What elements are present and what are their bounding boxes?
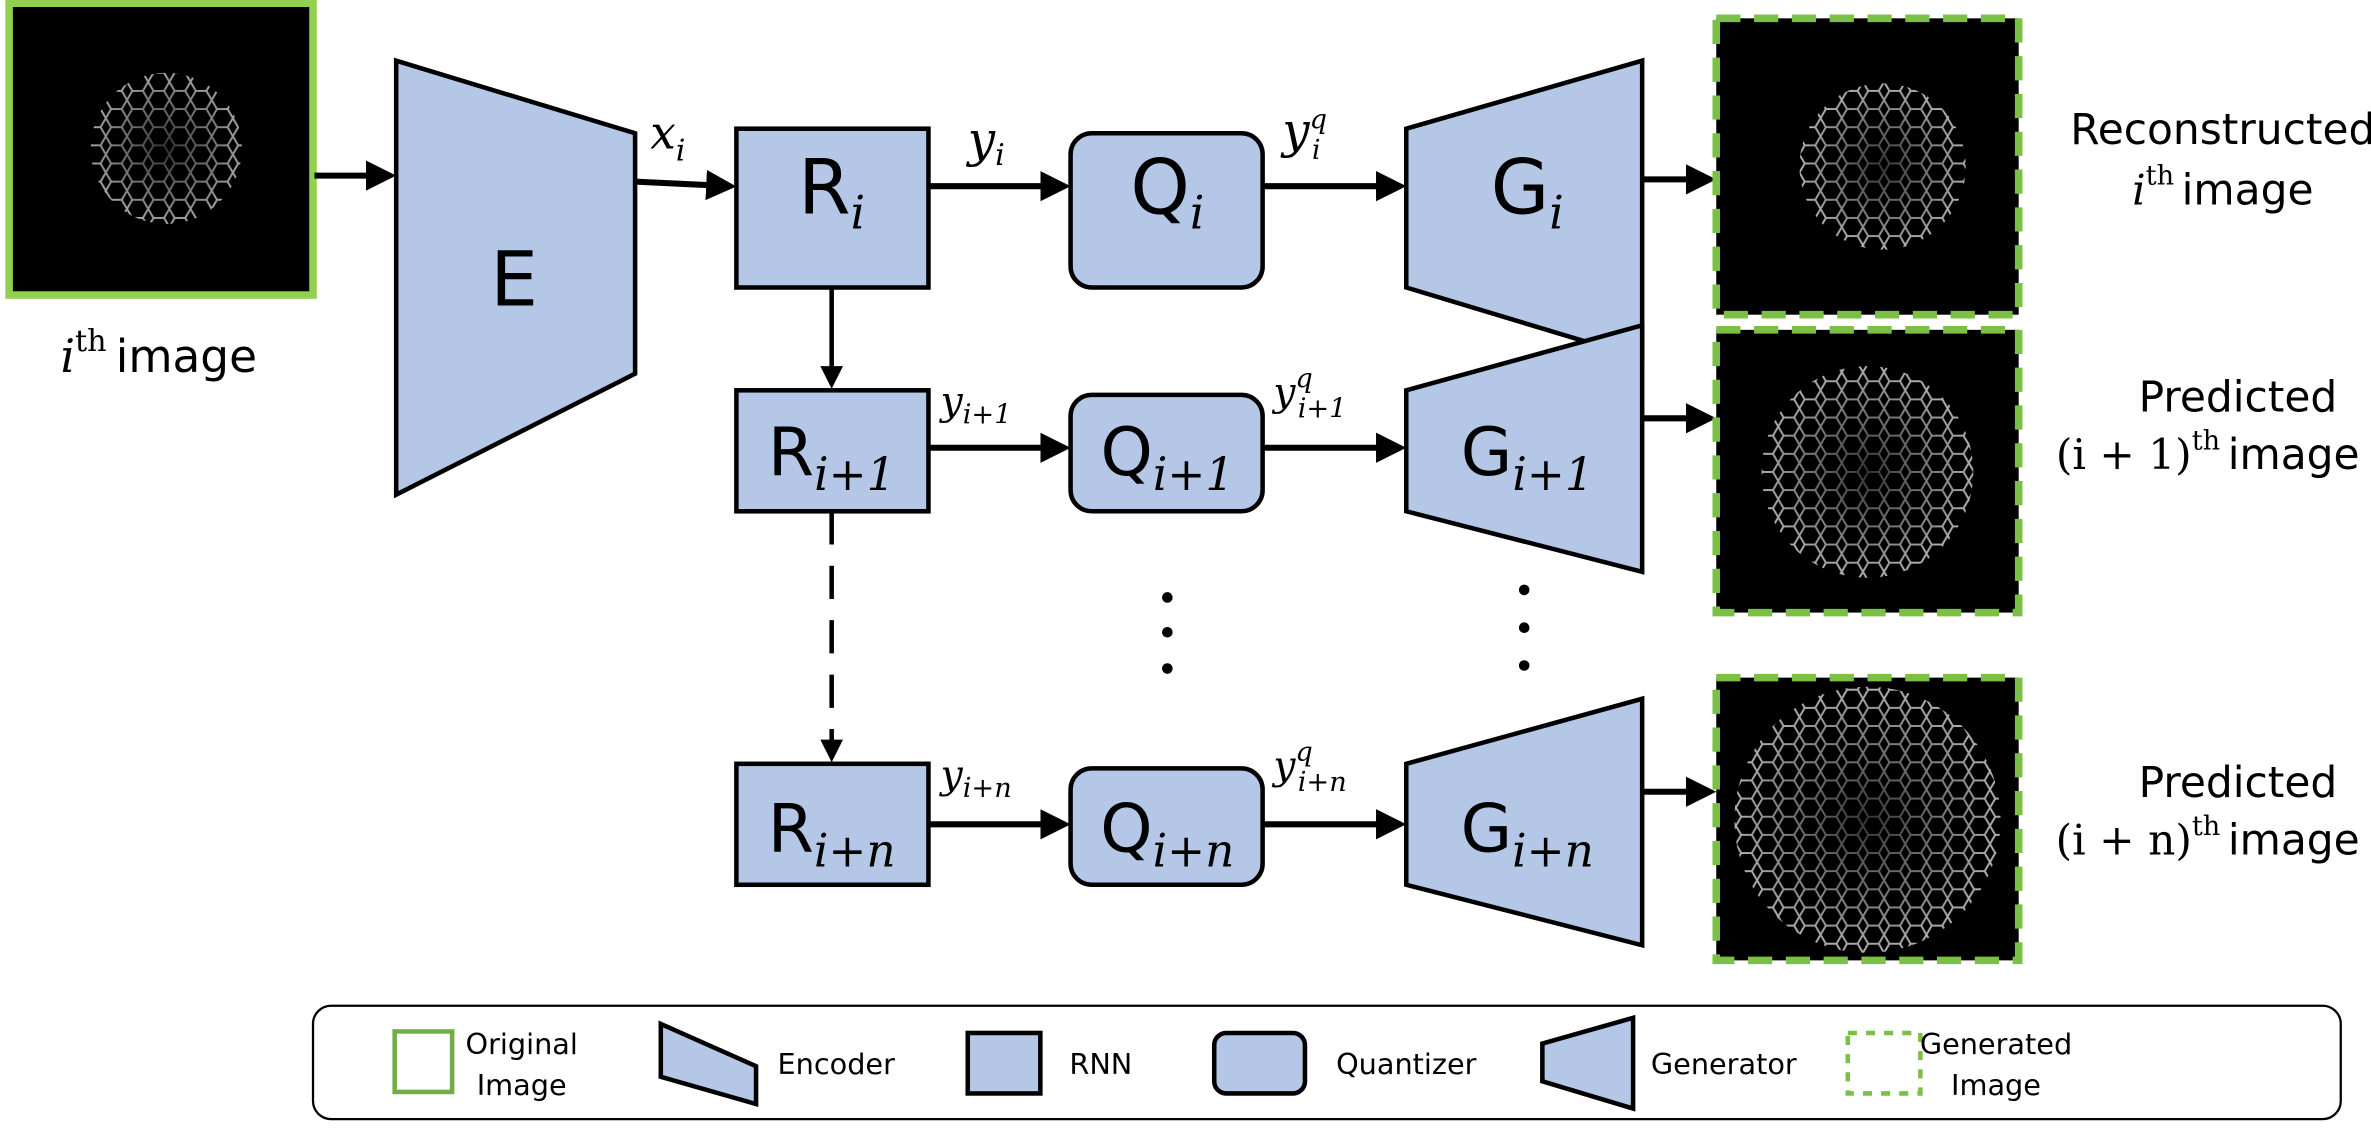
rnn-label: Ri	[798, 143, 865, 239]
rnn-label: Ri+n	[768, 790, 896, 878]
generator-label: Gi	[1491, 143, 1564, 239]
legend-label: Image	[1951, 1068, 2041, 1102]
generator-block	[1404, 322, 1645, 575]
legend-label: RNN	[1069, 1047, 1132, 1081]
generated-image	[1712, 326, 2023, 617]
legend-label: Image	[477, 1068, 567, 1102]
rnn-output-label: yi+1	[939, 380, 1012, 431]
generated-image	[1712, 673, 2023, 965]
quantizer-label: Qi+n	[1100, 790, 1234, 878]
generator-block	[1404, 695, 1645, 949]
quantizer-label: Qi	[1130, 143, 1204, 239]
encoder-output-label: xi	[650, 106, 685, 168]
legend-label: Generated	[1920, 1027, 2072, 1061]
generator-label: Gi+1	[1461, 413, 1594, 501]
rnn-output-label: yi+n	[939, 753, 1012, 804]
legend-label: Original	[465, 1027, 577, 1061]
rnn-label: Ri+1	[768, 413, 896, 501]
original-image-icon	[392, 1029, 455, 1095]
quantizer-block	[1068, 392, 1265, 514]
quantizer-icon	[1211, 1030, 1308, 1096]
legend-label: Quantizer	[1336, 1047, 1477, 1081]
encoder-label: E	[490, 236, 538, 324]
input-image	[5, 0, 317, 299]
legend-label: Encoder	[777, 1047, 895, 1081]
output-title: Predicted	[2139, 372, 2338, 421]
ellipsis-quantizer	[1162, 592, 1173, 674]
generator-icon	[1540, 1014, 1636, 1112]
quantizer-block	[1068, 130, 1265, 290]
generated-image	[1712, 14, 2023, 319]
arrow-encoder-rnn	[634, 169, 737, 201]
generated-image-icon	[1845, 1030, 1923, 1096]
quantizer-label: Qi+1	[1100, 413, 1234, 501]
ellipsis-generator	[1518, 584, 1530, 671]
rnn-icon	[965, 1030, 1043, 1096]
generator-label: Gi+n	[1461, 790, 1594, 878]
legend-label: Generator	[1651, 1047, 1797, 1081]
output-title: Reconstructed	[2070, 105, 2371, 154]
rnn-output-label: yi	[966, 112, 1005, 173]
output-title: Predicted	[2139, 758, 2338, 807]
rnn-block	[734, 761, 931, 888]
encoder-icon	[658, 1020, 759, 1108]
encoder-block	[393, 57, 638, 499]
